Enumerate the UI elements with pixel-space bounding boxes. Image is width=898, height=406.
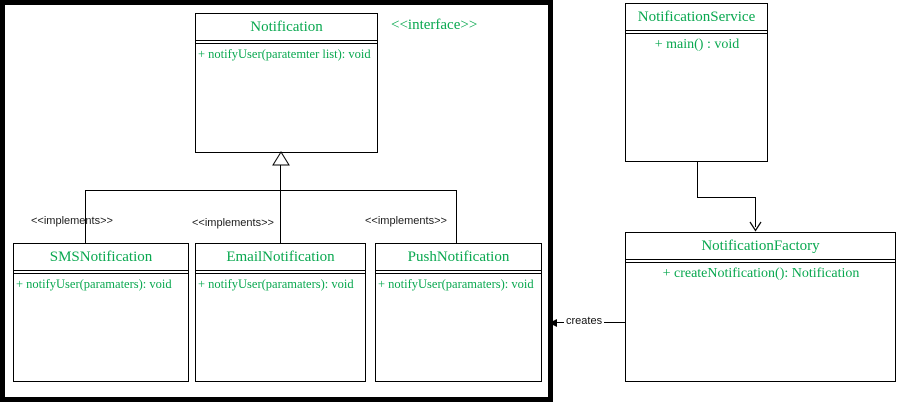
method-main: + main() : void bbox=[654, 37, 740, 52]
class-box-notification: Notification + notifyUser(paratemter lis… bbox=[195, 13, 378, 153]
creates-label: creates bbox=[564, 315, 605, 327]
implements-label-email: <<implements>> bbox=[192, 217, 274, 229]
class-box-email-notification: EmailNotification + notifyUser(paramater… bbox=[195, 243, 366, 382]
implements-drop-line-email bbox=[280, 191, 281, 243]
dependency-arrow-icon bbox=[749, 221, 762, 232]
class-title-notification: Notification bbox=[196, 14, 377, 41]
compartment-separator bbox=[626, 260, 895, 263]
implements-label-sms: <<implements>> bbox=[31, 215, 113, 227]
implements-label-push: <<implements>> bbox=[365, 215, 447, 227]
compartment-separator bbox=[14, 271, 188, 274]
creates-arrow-icon bbox=[549, 319, 557, 327]
class-title-push-notification: PushNotification bbox=[376, 244, 541, 271]
interface-stereotype-label: <<interface>> bbox=[391, 17, 478, 33]
compartment-separator bbox=[196, 41, 377, 44]
method-notifyuser-interface: + notifyUser(paratemter list): void bbox=[198, 47, 371, 61]
class-box-notification-factory: NotificationFactory + createNotification… bbox=[625, 232, 896, 382]
compartment-separator bbox=[196, 271, 365, 274]
class-title-notification-factory: NotificationFactory bbox=[626, 233, 895, 260]
class-box-push-notification: PushNotification + notifyUser(paramaters… bbox=[375, 243, 542, 382]
implements-stem-line bbox=[280, 165, 281, 191]
class-title-notification-service: NotificationService bbox=[626, 4, 767, 31]
method-notifyuser-push: + notifyUser(paramaters): void bbox=[378, 277, 534, 291]
compartment-separator bbox=[626, 31, 767, 34]
service-factory-line-v2 bbox=[755, 197, 756, 227]
method-create-notification: + createNotification(): Notification bbox=[662, 266, 860, 281]
class-box-sms-notification: SMSNotification + notifyUser(paramaters)… bbox=[13, 243, 189, 382]
service-factory-line-v1 bbox=[697, 162, 698, 198]
compartment-separator bbox=[376, 271, 541, 274]
realization-arrow-icon bbox=[272, 151, 290, 166]
implements-drop-line-sms bbox=[85, 191, 86, 243]
service-factory-line-h bbox=[697, 197, 756, 198]
implements-drop-line-push bbox=[456, 191, 457, 243]
method-notifyuser-sms: + notifyUser(paramaters): void bbox=[16, 277, 172, 291]
class-title-sms-notification: SMSNotification bbox=[14, 244, 188, 271]
class-title-email-notification: EmailNotification bbox=[196, 244, 365, 271]
system-boundary-box bbox=[0, 0, 553, 402]
implements-bus-line bbox=[85, 190, 457, 191]
method-notifyuser-email: + notifyUser(paramaters): void bbox=[198, 277, 354, 291]
class-box-notification-service: NotificationService + main() : void bbox=[625, 3, 768, 162]
